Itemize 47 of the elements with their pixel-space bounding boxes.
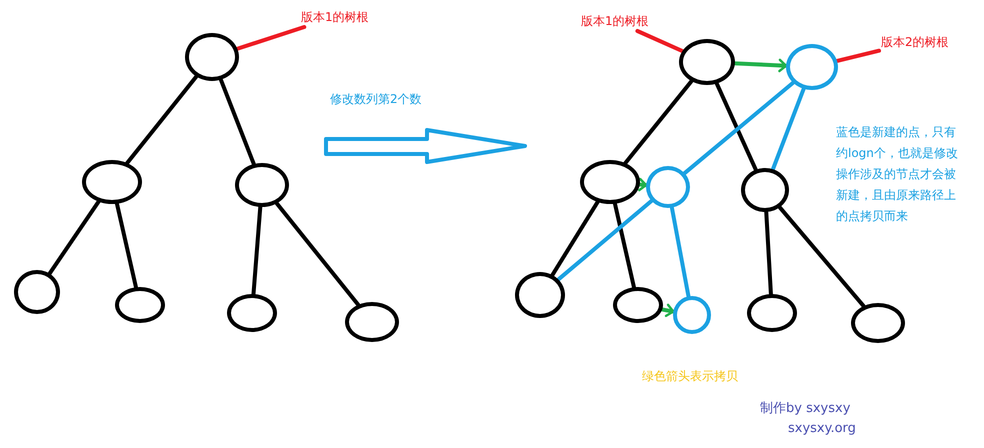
tree-edge bbox=[714, 82, 758, 172]
new-tree-node bbox=[786, 44, 838, 90]
leader-line bbox=[835, 48, 881, 63]
tree-node bbox=[185, 33, 239, 81]
author-credit: 制作by sxysxy bbox=[760, 401, 852, 417]
new-tree-node bbox=[673, 296, 711, 334]
tree-node bbox=[115, 287, 165, 323]
tree-edge bbox=[274, 201, 360, 307]
tree-node bbox=[227, 294, 277, 332]
new-tree-node bbox=[646, 166, 690, 208]
tree-node bbox=[515, 272, 565, 318]
tree-edge bbox=[764, 210, 773, 296]
tree-edge bbox=[114, 202, 138, 290]
root-label: 版本2的树根 bbox=[881, 34, 949, 50]
tree-node bbox=[851, 303, 905, 343]
tree-node bbox=[747, 294, 797, 332]
tree-node bbox=[679, 39, 735, 85]
tree-edge bbox=[612, 202, 636, 290]
tree-edge bbox=[778, 205, 866, 308]
tree-edge bbox=[125, 74, 198, 166]
tree-edge bbox=[556, 198, 654, 282]
website-text: sxysxy.org bbox=[788, 421, 857, 437]
leader-line bbox=[635, 29, 684, 54]
tree-edge bbox=[770, 86, 806, 172]
tree-edge bbox=[550, 200, 600, 278]
tree-node bbox=[14, 270, 60, 314]
tree-edge bbox=[218, 78, 256, 166]
tree-edge bbox=[623, 79, 694, 166]
leader-line bbox=[235, 25, 306, 51]
copy-arrow bbox=[660, 304, 676, 318]
tree-node bbox=[82, 160, 142, 204]
tree-node bbox=[580, 160, 640, 204]
tree-node bbox=[235, 163, 289, 207]
explanation-text: 蓝色是新建的点，只有约logn个，也就是修改操作涉及的节点才会被新建，且由原来路径上的点拷贝而来 bbox=[836, 124, 959, 225]
change-note: 修改数列第2个数 bbox=[330, 91, 423, 107]
tree-node bbox=[613, 287, 663, 323]
copy-arrow bbox=[638, 178, 648, 192]
tree-edge bbox=[670, 206, 690, 298]
legend-note: 绿色箭头表示拷贝 bbox=[642, 368, 739, 384]
tree-edge bbox=[682, 80, 796, 176]
tree-node bbox=[345, 302, 399, 342]
tree-edge bbox=[48, 200, 101, 276]
root-label: 版本1的树根 bbox=[581, 13, 649, 29]
root-label: 版本1的树根 bbox=[301, 9, 369, 25]
tree-edge bbox=[251, 204, 262, 296]
tree-node bbox=[741, 168, 789, 212]
copy-arrow bbox=[732, 58, 788, 72]
